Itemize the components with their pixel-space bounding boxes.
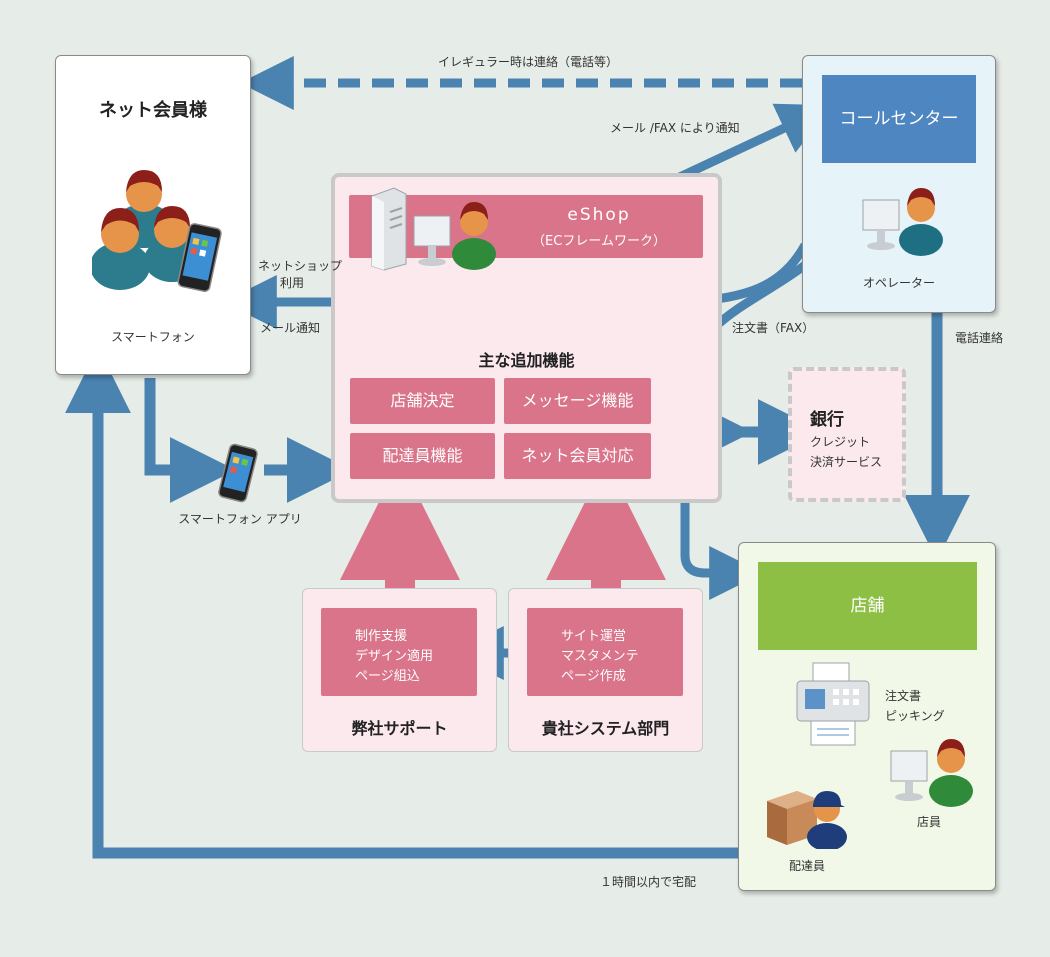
callcenter-header: コールセンター (822, 75, 976, 163)
features-heading: 主な追加機能 (478, 351, 575, 370)
support-line-1: 制作支援 (355, 629, 408, 644)
courier-icon (767, 791, 847, 849)
store-doc-line1: 注文書 (885, 689, 922, 703)
members-icon (92, 170, 222, 292)
feature-store-decision: 店舗決定 (350, 378, 495, 424)
member-card: ネット会員様 スマートフォン (55, 55, 251, 375)
arrow-label-irregular: イレギュラー時は連絡（電話等） (438, 55, 619, 69)
support-title: 弊社サポート (351, 719, 448, 738)
bank-box: 銀行 クレジット 決済サービス (788, 367, 906, 502)
sysdept-title: 貴社システム部門 (541, 719, 670, 738)
arrow-to-app (144, 378, 236, 503)
eshop-subtitle: （ECフレームワーク） (532, 234, 666, 249)
eshop-bar: eShop （ECフレームワーク） (349, 195, 703, 258)
bank-title: 銀行 (810, 410, 844, 430)
feature-member-support: ネット会員対応 (504, 433, 651, 479)
arrow-label-phone-contact: 電話連絡 (955, 331, 1004, 345)
fax-icon (796, 662, 870, 746)
operator-label: オペレーター (862, 276, 935, 290)
store-staff-icon (890, 739, 973, 807)
bank-line1: クレジット (810, 435, 871, 449)
sysdept-line-3: ページ作成 (561, 669, 626, 684)
support-line-2: デザイン適用 (355, 649, 434, 664)
sysdept-panel: サイト運営 マスタメンテ ページ作成 貴社システム部門 (508, 588, 703, 752)
member-title: ネット会員様 (99, 100, 207, 121)
sysdept-line-2: マスタメンテ (561, 649, 639, 664)
eshop-title: eShop (567, 205, 631, 225)
app-label: スマートフォン アプリ (178, 512, 302, 526)
smartphone-app-icon (218, 443, 258, 503)
bank-line2: 決済サービス (810, 455, 883, 469)
eshop-operator-icon (413, 202, 496, 270)
support-inner: 制作支援 デザイン適用 ページ組込 (321, 608, 477, 696)
store-doc-line2: ピッキング (885, 709, 945, 723)
arrow-label-shop-use-2: 利用 (280, 276, 305, 290)
sysdept-inner: サイト運営 マスタメンテ ページ作成 (527, 608, 683, 696)
feature-courier: 配達員機能 (350, 433, 495, 479)
callcenter-card: コールセンター オペレーター (802, 55, 996, 313)
store-header: 店舗 (758, 562, 977, 650)
arrow-label-mail-notice: メール通知 (260, 321, 321, 335)
arrow-label-shop-use-1: ネットショップ (258, 259, 343, 273)
arrow-label-mailfax: メール /FAX により通知 (610, 121, 740, 135)
support-panel: 制作支援 デザイン適用 ページ組込 弊社サポート (302, 588, 497, 752)
arrow-label-order-fax: 注文書（FAX） (732, 321, 815, 335)
callcenter-operator-icon (862, 188, 943, 256)
feature-messaging: メッセージ機能 (504, 378, 651, 424)
server-icon (371, 187, 407, 271)
arrow-delivery (65, 347, 738, 859)
store-card: 店舗 注文書 ピッキング 店員 配達員 (738, 542, 996, 891)
support-line-3: ページ組込 (355, 669, 420, 684)
courier-label: 配達員 (789, 859, 826, 873)
arrow-label-delivery: １時間以内で宅配 (600, 875, 697, 889)
staff-label: 店員 (917, 815, 942, 829)
sysdept-line-1: サイト運営 (561, 629, 627, 644)
member-phone-label: スマートフォン (111, 330, 195, 344)
